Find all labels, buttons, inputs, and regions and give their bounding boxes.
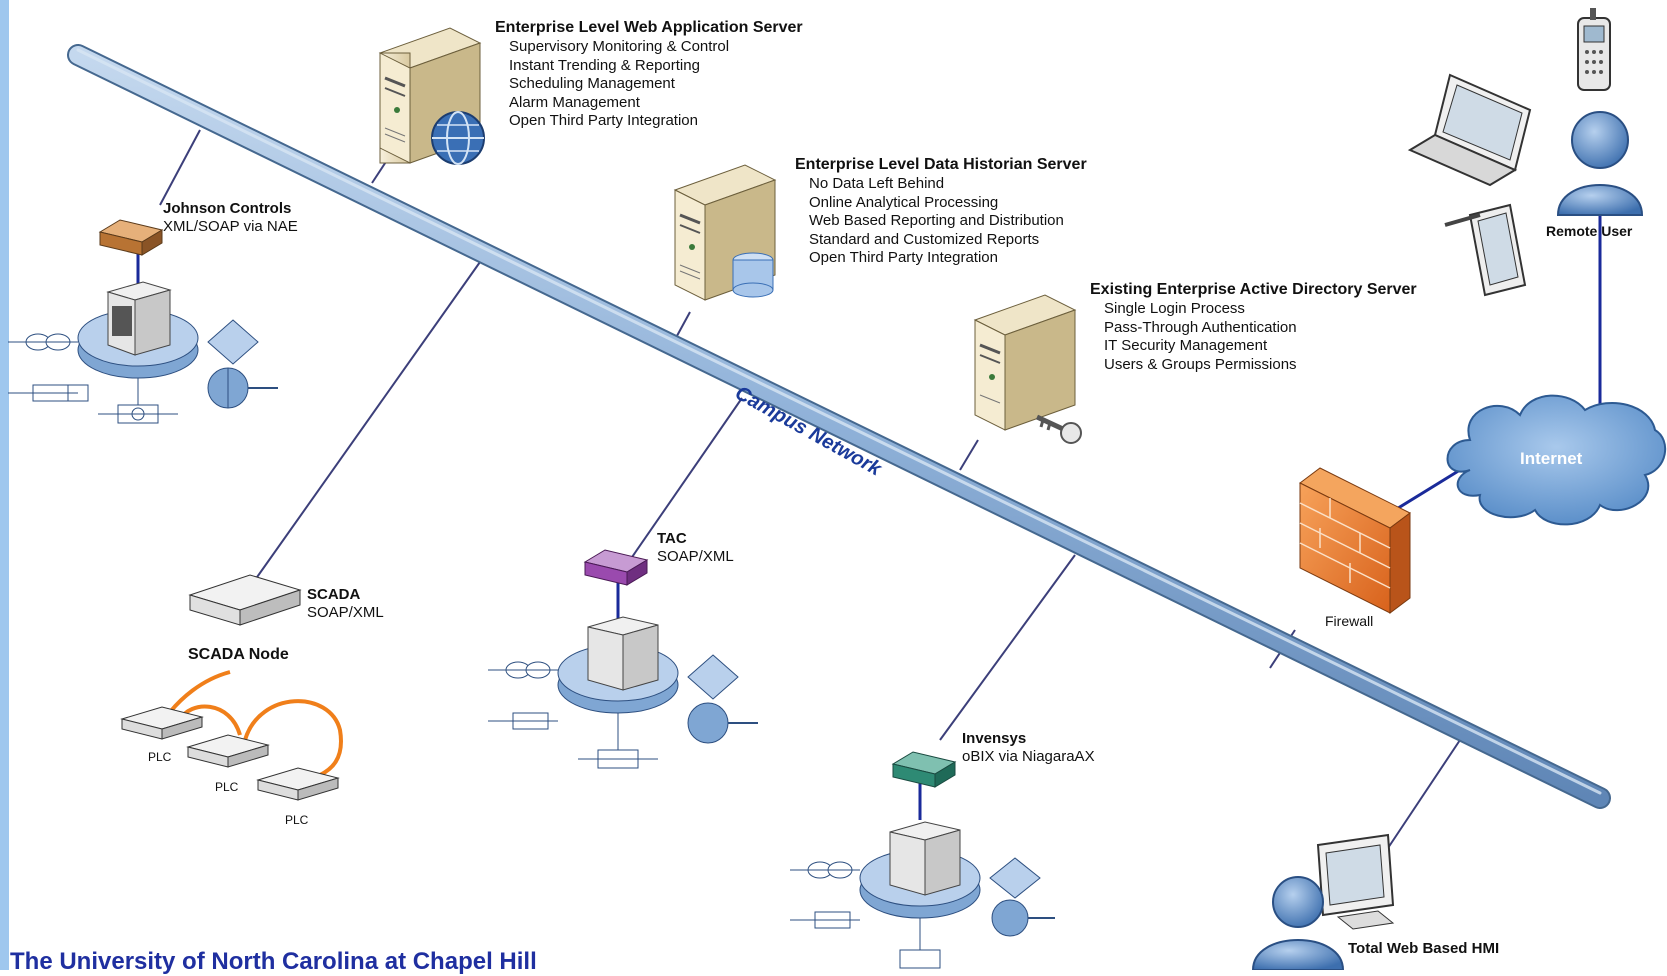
plc-icons xyxy=(120,706,340,801)
historian-server-title: Enterprise Level Data Historian Server xyxy=(795,156,1087,173)
laptop-icon xyxy=(1407,73,1532,187)
scada-node-label: SCADA Node xyxy=(188,646,289,663)
ad-server-icon xyxy=(973,294,1082,444)
web-server-feature: Alarm Management xyxy=(509,93,640,111)
ad-server-title: Existing Enterprise Active Directory Ser… xyxy=(1090,281,1417,298)
scada-protocol: SOAP/XML xyxy=(307,604,384,621)
plc-label: PLC xyxy=(215,780,239,794)
invensys-protocol: oBIX via NiagaraAX xyxy=(962,748,1095,765)
internet-label: Internet xyxy=(1520,449,1583,468)
web-server-feature: Supervisory Monitoring & Control xyxy=(509,38,730,55)
invensys-gateway-icon xyxy=(891,751,957,788)
campus-network-pipe xyxy=(67,44,1611,809)
historian-feature: No Data Left Behind xyxy=(809,175,945,192)
invensys-name: Invensys xyxy=(962,730,1027,747)
device-links xyxy=(136,210,1602,820)
johnson-gateway-icon xyxy=(98,219,164,256)
historian-feature: Standard and Customized Reports xyxy=(809,230,1040,248)
connection-lines xyxy=(159,129,1461,861)
tablet-icon xyxy=(1444,203,1527,297)
web-server-icon xyxy=(378,27,485,165)
scada-label: SCADA SOAP/XML xyxy=(307,586,384,622)
hmi-label: Total Web Based HMI xyxy=(1348,940,1500,957)
ad-feature: IT Security Management xyxy=(1104,337,1268,354)
invensys-label: Invensys oBIX via NiagaraAX xyxy=(962,730,1095,766)
johnson-controller-icon xyxy=(8,281,278,424)
ad-feature: Single Login Process xyxy=(1104,300,1245,317)
ad-server-block: Existing Enterprise Active Directory Ser… xyxy=(1090,280,1417,374)
johnson-label: Johnson Controls XML/SOAP via NAE xyxy=(163,200,298,236)
ad-feature: Users & Groups Permissions xyxy=(1104,355,1297,373)
remote-user-label: Remote User xyxy=(1546,223,1633,239)
hmi-user-person-icon xyxy=(1251,876,1345,970)
tac-protocol: SOAP/XML xyxy=(657,548,734,565)
tac-name: TAC xyxy=(657,530,687,547)
web-server-title: Enterprise Level Web Application Server xyxy=(495,19,803,36)
historian-feature: Web Based Reporting and Distribution xyxy=(809,212,1064,229)
internet-cloud-icon xyxy=(1446,394,1667,526)
scada-name: SCADA xyxy=(307,586,361,603)
historian-server-icon xyxy=(673,164,777,301)
remote-user-person-icon xyxy=(1556,111,1644,216)
ad-feature: Pass-Through Authentication xyxy=(1104,318,1297,336)
hmi-monitor-icon xyxy=(1316,833,1395,930)
historian-feature: Online Analytical Processing xyxy=(809,193,999,211)
left-accent-bar xyxy=(0,0,9,970)
johnson-protocol: XML/SOAP via NAE xyxy=(163,218,298,235)
johnson-name: Johnson Controls xyxy=(163,200,292,217)
tac-controller-icon xyxy=(488,616,758,769)
web-server-block: Enterprise Level Web Application Server … xyxy=(495,18,803,131)
historian-feature: Open Third Party Integration xyxy=(809,249,998,266)
scada-box-icon xyxy=(188,574,302,626)
plc-label: PLC xyxy=(285,813,309,827)
tac-gateway-icon xyxy=(583,549,649,586)
firewall-icon xyxy=(1299,467,1411,614)
web-server-feature: Scheduling Management xyxy=(509,75,675,92)
tac-label: TAC SOAP/XML xyxy=(657,530,734,566)
web-server-feature: Open Third Party Integration xyxy=(509,112,698,129)
footer-university-name: The University of North Carolina at Chap… xyxy=(10,948,537,975)
web-server-feature: Instant Trending & Reporting xyxy=(509,56,700,74)
cell-phone-icon xyxy=(1577,8,1611,91)
plc-label: PLC xyxy=(148,750,172,764)
invensys-controller-icon xyxy=(790,821,1055,969)
firewall-label: Firewall xyxy=(1325,613,1374,629)
historian-server-block: Enterprise Level Data Historian Server N… xyxy=(795,155,1087,268)
